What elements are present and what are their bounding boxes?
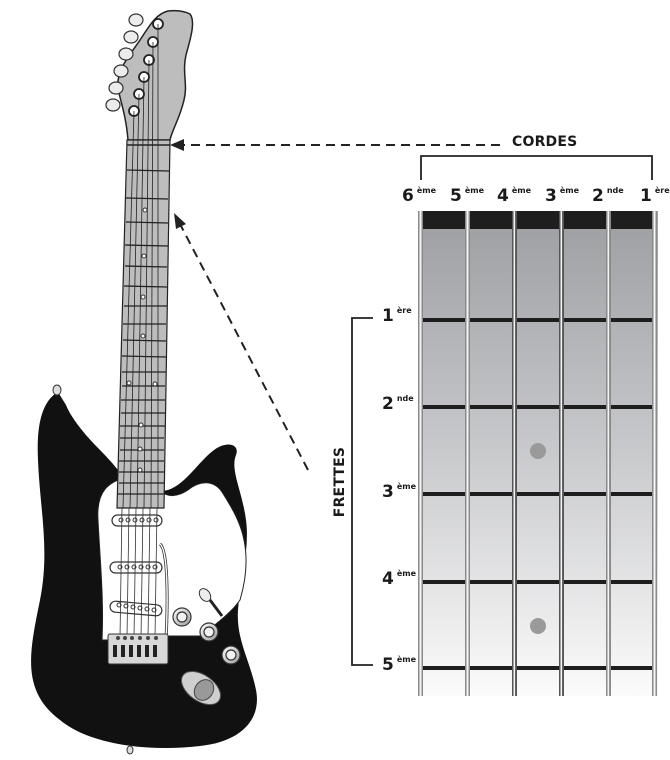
fret-wires — [420, 318, 656, 670]
guitar-neck — [116, 139, 171, 509]
control-knobs — [172, 607, 241, 665]
frets-title: FRETTES — [332, 446, 348, 518]
fretboard-diagram — [418, 211, 658, 696]
neck-inlays — [126, 207, 158, 473]
strings-title: CORDES — [512, 134, 578, 150]
neck-strings — [122, 24, 159, 509]
arrow-to-frets — [174, 213, 309, 471]
frets-bracket — [351, 317, 373, 666]
output-jack — [180, 670, 222, 706]
tuner-keys — [105, 13, 144, 112]
nut — [420, 211, 656, 229]
bridge — [107, 633, 169, 665]
arrow-to-nut — [170, 139, 500, 151]
pickup-selector-switch — [198, 588, 224, 617]
headstock — [105, 9, 194, 141]
position-markers — [530, 443, 546, 634]
body-strings — [119, 507, 158, 639]
diagram-strings — [418, 211, 657, 696]
strings-bracket — [420, 155, 653, 180]
